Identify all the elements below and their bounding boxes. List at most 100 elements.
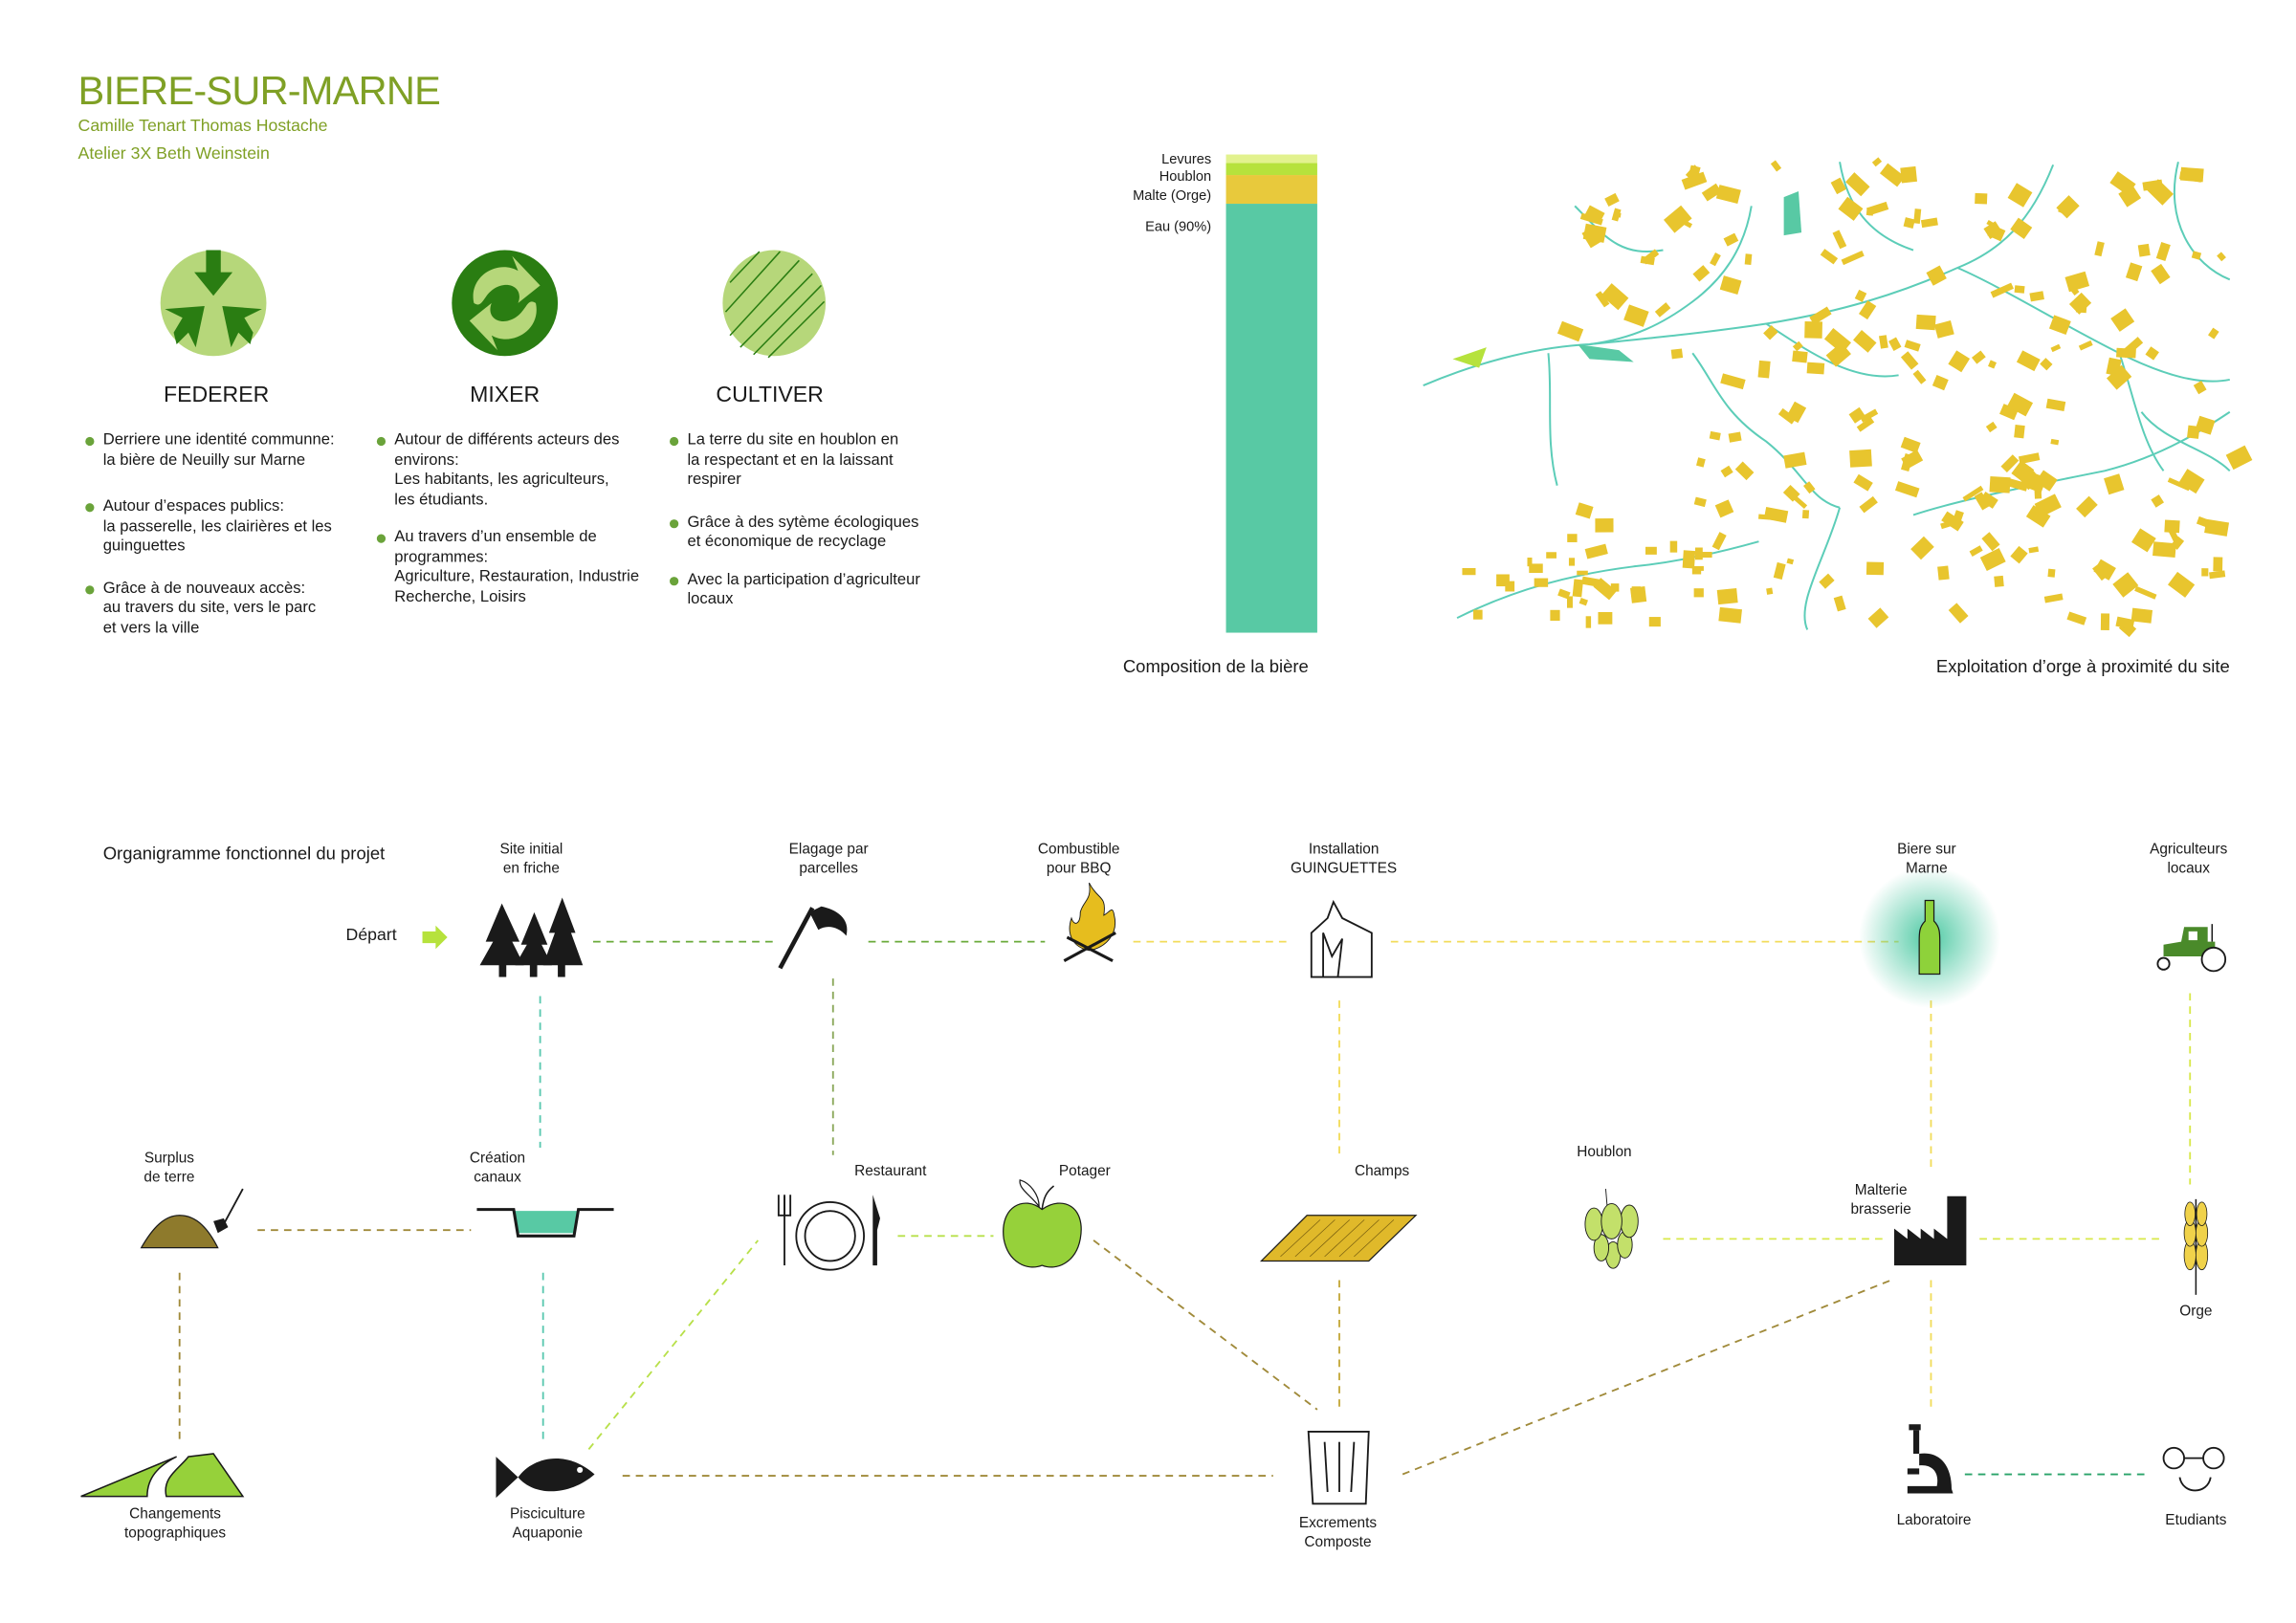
- barley-field: [1720, 465, 1733, 478]
- barley-field: [1462, 567, 1476, 576]
- barley-field: [1809, 306, 1832, 325]
- barley-fields: [1462, 157, 2253, 638]
- barley-field: [2134, 585, 2157, 600]
- node-elagage: Elagage par parcelles: [788, 841, 869, 877]
- mixer-bullets: Autour de différents acteurs des environ…: [376, 431, 656, 631]
- barley-field: [1693, 496, 1707, 508]
- barley-field: [1920, 217, 1938, 229]
- water-body: [1783, 190, 1802, 236]
- barley-field: [1933, 320, 1954, 339]
- barley-field: [1833, 595, 1846, 612]
- barley-field: [1670, 348, 1684, 360]
- barley-field: [2093, 559, 2116, 581]
- barley-field: [2007, 183, 2033, 208]
- barley-field: [1969, 545, 1983, 557]
- barley-field: [1820, 249, 1839, 265]
- barley-field: [1848, 406, 1866, 424]
- barley-field: [1610, 583, 1620, 592]
- barley-field: [1932, 375, 1949, 391]
- barley-field: [1994, 575, 2004, 587]
- atelier: Atelier 3X Beth Weinstein: [77, 145, 270, 164]
- barley-field: [1860, 408, 1879, 423]
- barley-field: [1763, 325, 1778, 340]
- barley-field: [1806, 362, 1825, 375]
- barley-field: [1999, 404, 2019, 421]
- barley-field: [1691, 567, 1702, 575]
- barley-field: [1773, 561, 1786, 581]
- barley-field: [2010, 217, 2033, 239]
- barley-field: [1986, 220, 1995, 228]
- cultiver-bullets: La terre du site en houblon en la respec…: [669, 431, 949, 634]
- barley-field: [1723, 232, 1739, 247]
- barley-field: [2050, 343, 2062, 353]
- barley-field: [1604, 192, 1620, 207]
- barley-field: [2068, 292, 2092, 315]
- site-marker-green: [1452, 347, 1487, 368]
- barley-field: [1575, 502, 1594, 519]
- apple-icon: [1003, 1179, 1082, 1268]
- barley-field: [2167, 571, 2196, 598]
- bullet: Grâce à des sytème écologiques et économ…: [669, 513, 949, 553]
- barley-field: [1744, 253, 1753, 266]
- barley-field: [2064, 271, 2090, 293]
- barley-field: [1766, 587, 1774, 595]
- barley-field: [1669, 540, 1678, 553]
- barley-field: [1758, 514, 1775, 520]
- barley-field: [1937, 565, 1950, 581]
- barley-field: [2043, 593, 2064, 603]
- barley-field: [1546, 552, 1556, 559]
- barley-field: [1696, 457, 1706, 468]
- barley-field: [2118, 185, 2142, 208]
- composition-label-malte: Malte (Orge): [1133, 187, 1212, 205]
- barley-field: [1948, 603, 1969, 624]
- principle-heading: MIXER: [470, 382, 541, 408]
- barley-field: [1853, 473, 1873, 492]
- tractor-icon: [2156, 924, 2227, 973]
- composition-label-eau: Eau (90%): [1145, 219, 1212, 236]
- barley-field: [1856, 417, 1875, 432]
- barley-field: [2028, 546, 2040, 554]
- topography-icon: [80, 1453, 245, 1498]
- barley-field: [1841, 250, 1865, 266]
- bullet: Avec la participation d’agriculteur loca…: [669, 570, 949, 610]
- barley-field: [2025, 505, 2051, 528]
- barley-field: [2168, 528, 2182, 547]
- barley-field: [2112, 572, 2139, 598]
- barley-field: [1648, 617, 1661, 627]
- barley-field: [2078, 340, 2093, 351]
- barley-field: [2204, 518, 2230, 537]
- node-composte: Excrements Composte: [1298, 1515, 1378, 1551]
- barley-field: [2151, 263, 2171, 285]
- organigram-title: Organigramme fonctionnel du projet: [102, 843, 386, 865]
- barley-field: [2106, 364, 2132, 390]
- barley-field: [1845, 172, 1870, 197]
- barley-field: [2152, 541, 2176, 558]
- barley-field: [1832, 230, 1847, 250]
- factory-icon: [1893, 1195, 1967, 1266]
- barley-field: [1838, 196, 1864, 221]
- barley-field: [1979, 492, 1998, 509]
- barley-field: [2217, 252, 2226, 262]
- barley-field: [1913, 208, 1922, 224]
- node-malterie: Malterie brasserie: [1850, 1182, 1911, 1218]
- recycle-arrows-icon: [452, 250, 559, 357]
- barley-field: [1801, 510, 1810, 519]
- federer-bullets: Derriere une identité communne: la bière…: [85, 431, 364, 663]
- barley-field: [1505, 581, 1515, 592]
- barley-field: [1581, 576, 1601, 587]
- barley-field: [1568, 558, 1576, 566]
- barley-field: [1853, 330, 1877, 353]
- barley-field: [1663, 205, 1692, 233]
- barley-field: [1783, 451, 1807, 469]
- barley-field: [2155, 242, 2171, 262]
- barley-field: [1534, 578, 1549, 587]
- composition-label-houblon: Houblon: [1159, 168, 1212, 186]
- barley-field: [1645, 546, 1657, 555]
- barley-field: [2131, 528, 2156, 553]
- node-pisciculture: Pisciculture Aquaponie: [509, 1506, 585, 1543]
- barley-field: [2151, 494, 2164, 508]
- converging-arrows-icon: [160, 250, 267, 357]
- barley-field: [2193, 381, 2207, 395]
- composition-segment: [1225, 175, 1317, 205]
